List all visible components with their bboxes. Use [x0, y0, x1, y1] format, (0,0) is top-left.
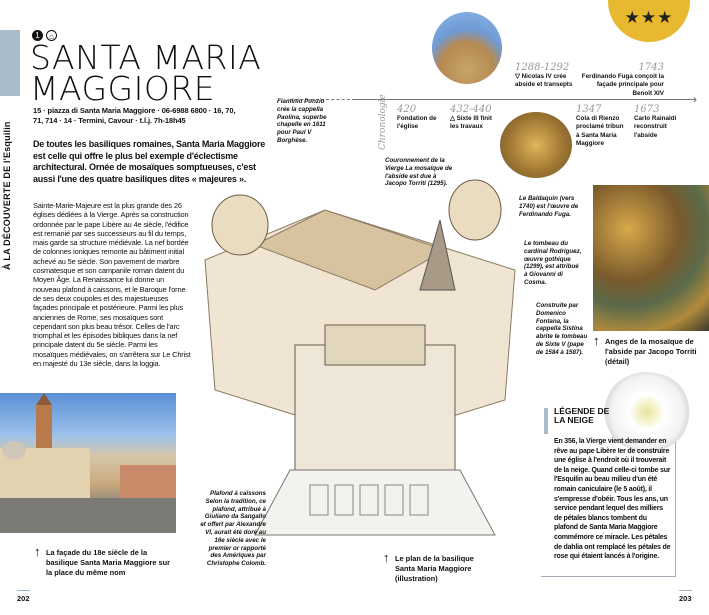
mosaic-caption: ↑ Anges de la mosaïque de l'abside par J… [593, 334, 709, 367]
timeline-event: 432-440△ Sixte III finit les travaux [450, 104, 500, 132]
timeline-dash [290, 99, 355, 100]
facade-caption: ↑ La façade du 18e siècle de la basiliqu… [34, 545, 176, 578]
legend-text: En 356, la Vierge vient demander en rêve… [554, 438, 671, 561]
title-line-1: SANTA MARIA [30, 38, 262, 77]
event-text: Ferdinando Fuga conçoit la façade princi… [581, 73, 664, 97]
star-icons: ★★★ [624, 8, 674, 27]
section-tab [0, 30, 20, 96]
arrow-up-icon: ↑ [34, 544, 41, 559]
arrow-up-icon: ↑ [383, 550, 390, 565]
body-text: Sainte-Marie-Majeure est la plus grande … [33, 201, 191, 369]
annotation-couronnement: Couronnement de la Vierge La mosaïque de… [385, 157, 453, 188]
annotation-baldaquin: Le Baldaquin (vers 1740) est l'œuvre de … [519, 195, 579, 218]
dahlia-photo [603, 372, 691, 452]
basilica-illustration [204, 179, 516, 536]
event-text: Carlo Rainaldi reconstruit l'abside [634, 115, 677, 139]
annotation-tombeau: Le tombeau du cardinal Rodriguez, œuvre … [524, 240, 582, 286]
event-year: 1673 [634, 104, 660, 115]
event-text: △ Sixte III finit les travaux [450, 115, 492, 131]
chevron-right-icon: › [693, 92, 697, 106]
timeline-label: Chronologie [378, 94, 388, 150]
intro-text: De toutes les basiliques romaines, Santa… [33, 139, 266, 184]
number-badge: 1 [32, 30, 43, 41]
page-title: SANTA MARIA MAGGIORE [30, 38, 262, 108]
basilica-thumbnail [432, 12, 502, 84]
event-year: 1743 [638, 62, 664, 73]
timeline-line [355, 99, 695, 100]
arrow-up-icon: ↑ [593, 333, 600, 348]
mosaic-caption-text: Anges de la mosaïque de l'abside par Jac… [605, 337, 697, 366]
annotation-sistina: Construite par Domenico Fontana, la capp… [536, 302, 588, 356]
annotation-paolina: Flaminio Ponzio crée la cappella Paolina… [277, 98, 327, 144]
facade-caption-text: La façade du 18e siècle de la basilique … [46, 548, 171, 577]
annotation-plafond: Plafond à caissons Selon la tradition, c… [200, 490, 266, 568]
practical-info: 15 · piazza di Santa Maria Maggiore · 06… [33, 106, 236, 125]
event-text: Fondation de l'église [397, 115, 437, 131]
event-text: ▽ Nicolas IV crée abside et transepts [515, 73, 573, 89]
plan-caption: ↑ Le plan de la basilique Santa Maria Ma… [383, 551, 490, 584]
event-year: 1288-1292 [515, 62, 570, 73]
timeline-event: 1288-1292▽ Nicolas IV crée abside et tra… [515, 62, 575, 90]
building-icon: ⌂ [46, 30, 57, 41]
event-text: Cola di Rienzo proclamé tribun à Santa M… [576, 115, 624, 148]
page-number-right: 203 [679, 590, 692, 603]
legend-title: LÉGENDE DE LA NEIGE [554, 406, 610, 425]
title-line-2: MAGGIORE [30, 69, 216, 108]
facade-photo [0, 393, 176, 533]
mosaic-photo [593, 185, 709, 331]
rating-badge: ★★★ [608, 0, 690, 42]
event-year: 420 [397, 104, 417, 115]
mosaic-thumbnail [500, 112, 572, 178]
plan-caption-text: Le plan de la basilique Santa Maria Magg… [395, 554, 474, 583]
header-icons: 1 ⌂ [32, 30, 57, 41]
legend-accent [544, 408, 548, 434]
event-year: 432-440 [450, 104, 492, 115]
page-number-left: 202 [17, 590, 30, 603]
facade-photo-drawing [0, 393, 176, 533]
legend-box [541, 405, 676, 577]
section-label: À LA DÉCOUVERTE DE l'Esquilin [2, 121, 12, 270]
event-year: 1347 [576, 104, 602, 115]
